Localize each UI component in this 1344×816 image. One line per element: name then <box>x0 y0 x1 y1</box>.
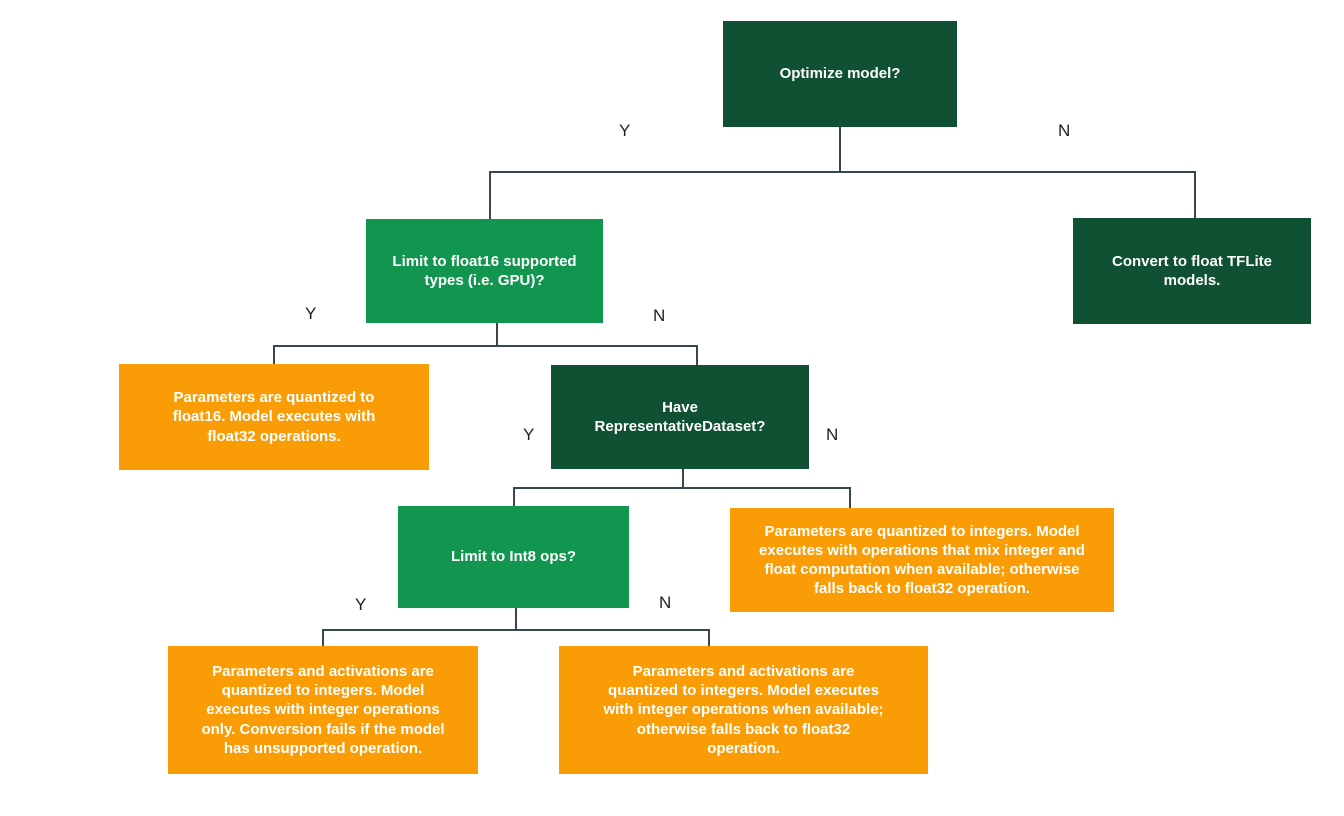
connector-repdataset-bus <box>513 487 850 489</box>
node-label: Parameters and activations are quantized… <box>603 663 884 757</box>
node-label: Parameters are quantized to integers. Mo… <box>759 522 1085 598</box>
connector-int8-to-intonly <box>322 629 324 647</box>
node-params-float16[interactable]: Parameters are quantized to float16. Mod… <box>119 364 429 470</box>
connector-repdataset-to-int8 <box>513 487 515 507</box>
branch-label-int8-no: N <box>659 593 672 612</box>
node-label: Convert to float TFLite models. <box>1112 252 1272 289</box>
node-limit-int8-ops[interactable]: Limit to Int8 ops? <box>398 506 629 608</box>
connector-float16-to-params <box>273 345 275 365</box>
node-limit-float16[interactable]: Limit to float16 supported types (i.e. G… <box>366 219 603 323</box>
node-label: Parameters are quantized to float16. Mod… <box>172 389 376 445</box>
node-convert-float-tflite[interactable]: Convert to float TFLite models. <box>1073 218 1311 324</box>
branch-label-int8-yes: Y <box>355 595 367 614</box>
node-have-representative-dataset[interactable]: Have RepresentativeDataset? <box>551 365 809 469</box>
connector-repdataset-to-mixed <box>849 487 851 509</box>
connector-float16-to-repdataset <box>696 345 698 366</box>
branch-label-repdataset-yes: Y <box>523 425 535 444</box>
branch-label-repdataset-no: N <box>826 425 839 444</box>
connector-optimize-stem <box>839 127 841 172</box>
connector-optimize-to-convert <box>1194 171 1196 219</box>
branch-label-float16-yes: Y <box>305 304 317 323</box>
node-params-int-mixed[interactable]: Parameters are quantized to integers. Mo… <box>730 508 1114 612</box>
branch-label-optimize-yes: Y <box>619 121 631 140</box>
connector-int8-bus <box>322 629 709 631</box>
connector-optimize-to-float16 <box>489 171 491 220</box>
connector-float16-stem <box>496 323 498 346</box>
connector-float16-bus <box>273 345 698 347</box>
node-label: Limit to Int8 ops? <box>451 548 576 566</box>
node-label: Optimize model? <box>779 65 901 83</box>
node-optimize-model[interactable]: Optimize model? <box>723 21 957 127</box>
connector-int8-stem <box>515 608 517 630</box>
node-params-activations-int-only[interactable]: Parameters and activations are quantized… <box>168 646 478 774</box>
node-label: Parameters and activations are quantized… <box>201 663 445 757</box>
branch-label-float16-no: N <box>653 306 666 325</box>
node-params-activations-int-fallback[interactable]: Parameters and activations are quantized… <box>559 646 928 774</box>
branch-label-optimize-no: N <box>1058 121 1071 140</box>
node-label: Limit to float16 supported types (i.e. G… <box>392 252 577 289</box>
node-label: Have RepresentativeDataset? <box>594 398 766 435</box>
connector-optimize-bus <box>489 171 1196 173</box>
connector-int8-to-fallback <box>708 629 710 647</box>
connector-repdataset-stem <box>682 469 684 488</box>
